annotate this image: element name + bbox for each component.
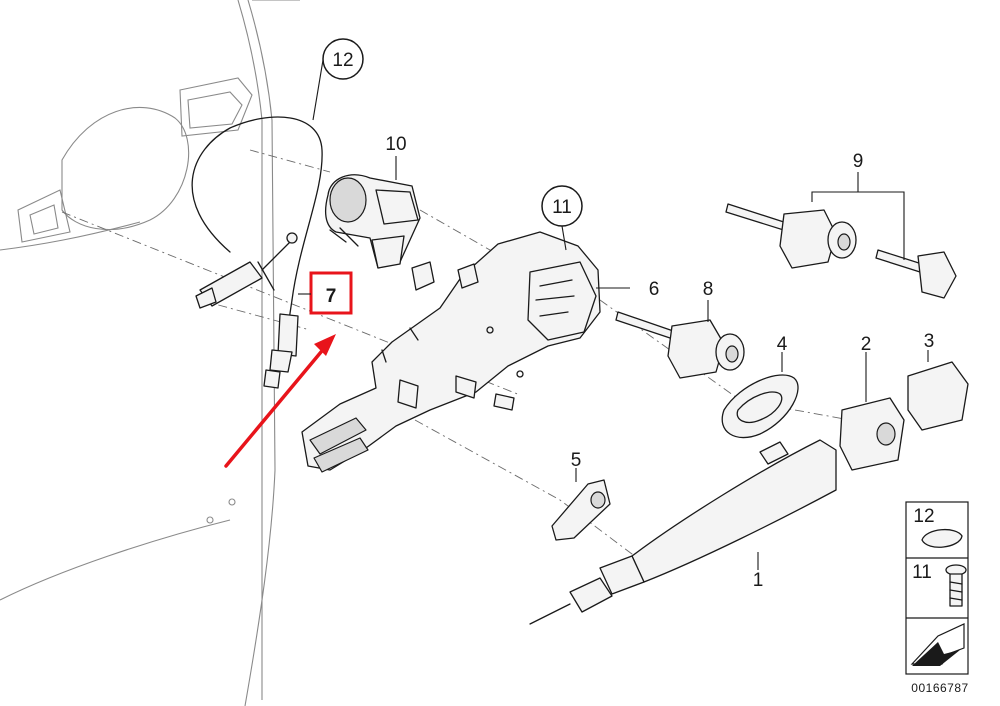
part-3-cover xyxy=(907,350,969,431)
callout-8-label: 8 xyxy=(703,279,714,300)
callout-5-label: 5 xyxy=(571,450,582,471)
car-door-outline xyxy=(0,0,300,706)
legend-item-11-label: 11 xyxy=(912,562,932,583)
part-2-cap xyxy=(839,352,905,471)
direction-arrow-icon xyxy=(910,623,965,666)
legend-item-12-label: 12 xyxy=(913,506,934,527)
callout-12: 12 xyxy=(312,38,364,121)
callout-11-label: 11 xyxy=(552,197,572,218)
callout-6-label: 6 xyxy=(649,279,660,300)
screw-icon xyxy=(945,564,967,607)
part-4-gasket xyxy=(721,352,799,439)
part-1-handle xyxy=(529,439,837,625)
callout-1-label: 1 xyxy=(753,570,764,591)
callout-11: 11 xyxy=(541,185,583,251)
legend-panel: 12 11 xyxy=(905,501,969,675)
part-9-lock-with-key xyxy=(725,172,957,299)
callout-4-label: 4 xyxy=(777,334,788,355)
part-12-cable xyxy=(191,116,323,389)
part-11-carrier xyxy=(301,231,601,473)
callout-7-highlight: 7 xyxy=(298,271,353,315)
highlight-arrow xyxy=(224,334,336,468)
image-code: 00166787 xyxy=(911,681,968,695)
callout-7-label: 7 xyxy=(326,286,337,307)
part-5-seal xyxy=(551,468,611,541)
callout-3-label: 3 xyxy=(924,331,935,352)
callout-10-label: 10 xyxy=(385,134,406,155)
part-8-lock-cylinder xyxy=(615,311,745,379)
part-10-actuator xyxy=(324,174,421,269)
callout-9-label: 9 xyxy=(853,151,864,172)
callout-2-label: 2 xyxy=(861,334,872,355)
clip-icon xyxy=(921,529,963,548)
callout-12-label: 12 xyxy=(332,50,353,71)
